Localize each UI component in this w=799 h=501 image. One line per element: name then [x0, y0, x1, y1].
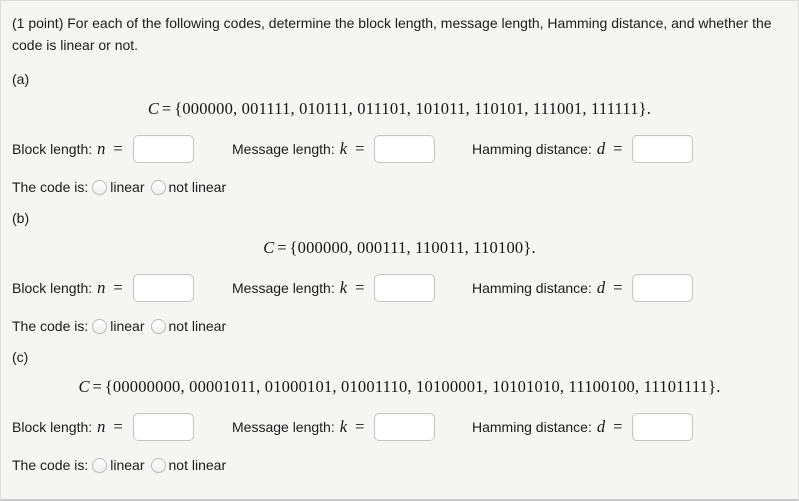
codeword-set-b: {000000, 000111, 110011, 110100}. — [289, 238, 536, 257]
answer-fields-row-a: Block length: n = Message length: k = Ha… — [12, 135, 787, 163]
answer-fields-row-c: Block length: n = Message length: k = Ha… — [12, 413, 787, 441]
linear-radio-c[interactable] — [92, 457, 108, 473]
code-is-label: The code is: — [12, 457, 89, 473]
message-length-label: Message length: — [232, 280, 335, 296]
code-variable: C — [147, 99, 159, 118]
hamming-distance-field-b: Hamming distance: d = — [472, 274, 787, 302]
linear-label: linear — [110, 179, 145, 195]
block-length-label: Block length: — [12, 419, 93, 435]
block-length-label: Block length: — [12, 141, 93, 157]
part-label-a: (a) — [12, 71, 30, 87]
answer-fields-row-b: Block length: n = Message length: k = Ha… — [12, 274, 787, 302]
part-label-b: (b) — [12, 210, 30, 226]
linear-label: linear — [110, 457, 145, 473]
d-variable: d — [596, 417, 606, 436]
n-variable: n — [97, 278, 106, 297]
codeword-set-a: {000000, 001111, 010111, 011101, 101011,… — [174, 99, 652, 118]
equals-sign: = — [355, 278, 365, 297]
equals-sign: = — [277, 238, 287, 257]
hamming-distance-label: Hamming distance: — [472, 280, 592, 296]
hamming-distance-label: Hamming distance: — [472, 141, 592, 157]
code-is-label: The code is: — [12, 179, 89, 195]
hamming-distance-input-b[interactable] — [632, 274, 694, 302]
message-length-field-c: Message length: k = — [232, 413, 472, 441]
equals-sign: = — [113, 139, 123, 158]
n-variable: n — [97, 417, 106, 436]
k-variable: k — [339, 278, 348, 297]
equals-sign: = — [355, 417, 365, 436]
not-linear-radio-c[interactable] — [150, 457, 166, 473]
equals-sign: = — [113, 417, 123, 436]
linearity-row-b: The code is: linear not linear — [12, 318, 787, 334]
block-length-input-c[interactable] — [132, 413, 194, 441]
not-linear-radio-b[interactable] — [150, 318, 166, 334]
d-variable: d — [596, 139, 606, 158]
equals-sign: = — [613, 417, 623, 436]
message-length-field-b: Message length: k = — [232, 274, 472, 302]
hamming-distance-input-a[interactable] — [632, 135, 694, 163]
not-linear-label: not linear — [168, 318, 227, 334]
message-length-input-b[interactable] — [374, 274, 436, 302]
message-length-label: Message length: — [232, 419, 335, 435]
problem-statement: (1 point) For each of the following code… — [12, 15, 772, 53]
hamming-distance-field-c: Hamming distance: d = — [472, 413, 787, 441]
block-length-field-a: Block length: n = — [12, 135, 232, 163]
block-length-input-b[interactable] — [132, 274, 194, 302]
code-set-display-c: C={00000000, 00001011, 01000101, 0100111… — [12, 377, 787, 397]
hamming-distance-label: Hamming distance: — [472, 419, 592, 435]
linear-radio-a[interactable] — [92, 179, 108, 195]
equals-sign: = — [113, 278, 123, 297]
equals-sign: = — [161, 99, 172, 118]
k-variable: k — [339, 139, 348, 158]
n-variable: n — [97, 139, 106, 158]
code-set-display-a: C={000000, 001111, 010111, 011101, 10101… — [12, 99, 787, 119]
block-length-input-a[interactable] — [132, 135, 194, 163]
part-c: (c) C={00000000, 00001011, 01000101, 010… — [12, 349, 787, 473]
message-length-input-c[interactable] — [374, 413, 436, 441]
equals-sign: = — [613, 139, 623, 158]
not-linear-label: not linear — [168, 179, 227, 195]
block-length-label: Block length: — [12, 280, 93, 296]
message-length-label: Message length: — [232, 141, 335, 157]
code-variable: C — [263, 238, 275, 257]
message-length-input-a[interactable] — [374, 135, 436, 163]
linear-label: linear — [110, 318, 145, 334]
equals-sign: = — [613, 278, 623, 297]
linearity-row-c: The code is: linear not linear — [12, 457, 787, 473]
code-variable: C — [78, 377, 90, 396]
hamming-distance-input-c[interactable] — [632, 413, 694, 441]
not-linear-label: not linear — [168, 457, 227, 473]
codeword-set-c: {00000000, 00001011, 01000101, 01001110,… — [104, 377, 721, 396]
equals-sign: = — [355, 139, 365, 158]
linear-radio-b[interactable] — [92, 318, 108, 334]
part-label-c: (c) — [12, 349, 29, 365]
code-set-display-b: C={000000, 000111, 110011, 110100}. — [12, 238, 787, 258]
part-a: (a) C={000000, 001111, 010111, 011101, 1… — [12, 71, 787, 195]
linearity-row-a: The code is: linear not linear — [12, 179, 787, 195]
hamming-distance-field-a: Hamming distance: d = — [472, 135, 787, 163]
k-variable: k — [339, 417, 348, 436]
message-length-field-a: Message length: k = — [232, 135, 472, 163]
d-variable: d — [596, 278, 606, 297]
part-b: (b) C={000000, 000111, 110011, 110100}. … — [12, 210, 787, 334]
block-length-field-c: Block length: n = — [12, 413, 232, 441]
not-linear-radio-a[interactable] — [150, 179, 166, 195]
code-is-label: The code is: — [12, 318, 89, 334]
equals-sign: = — [92, 377, 102, 396]
block-length-field-b: Block length: n = — [12, 274, 232, 302]
